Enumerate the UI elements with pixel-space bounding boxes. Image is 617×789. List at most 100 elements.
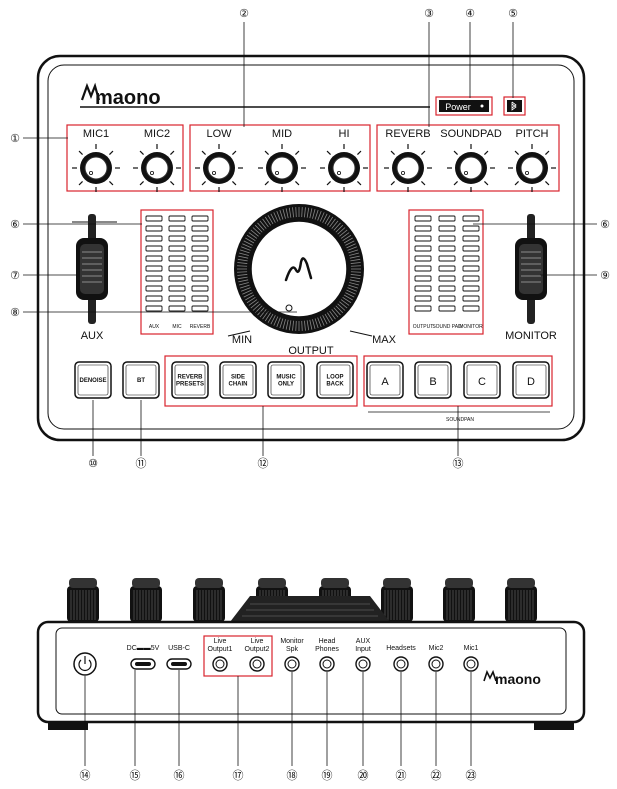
pad-button-d[interactable]: D	[512, 361, 550, 399]
port-label: Live	[251, 638, 264, 645]
knob-soundpad[interactable]	[447, 144, 495, 192]
button-label: PRESETS	[176, 382, 204, 388]
level-meter	[168, 215, 186, 312]
brand-text: maono	[95, 87, 161, 109]
rear-knob	[189, 578, 229, 623]
pad-button-b[interactable]: B	[414, 361, 452, 399]
port-label: Spk	[286, 646, 299, 653]
port-label: Mic2	[429, 645, 444, 652]
button-label: DENOISE	[79, 378, 106, 384]
port-label: DC▬▬5V	[127, 645, 160, 652]
power-button[interactable]	[73, 652, 97, 676]
port-label: Output2	[245, 646, 270, 653]
callout-21: ㉑	[396, 769, 407, 782]
knob-label-reverb: REVERB	[385, 128, 430, 140]
port-label: Headsets	[386, 645, 416, 652]
rear-brand-text: maono	[495, 671, 541, 687]
pad-button-a[interactable]: A	[366, 361, 404, 399]
port-label: Phones	[315, 646, 339, 653]
button-label: LOOP	[326, 375, 343, 381]
output-knob[interactable]	[234, 204, 364, 334]
knob-mic2[interactable]	[133, 144, 181, 192]
eq-knob-group	[189, 124, 371, 192]
effects-knob-group	[376, 124, 560, 192]
mic-knob-group	[66, 124, 184, 192]
button-bt[interactable]: BT	[122, 361, 160, 399]
callout-18: ⑱	[287, 769, 298, 782]
callout-7: ⑦	[10, 270, 20, 282]
callout-3: ③	[424, 8, 434, 20]
level-meter	[462, 215, 480, 312]
pad-button-label: D	[527, 376, 535, 388]
button-label: MUSIC	[276, 375, 296, 381]
power-indicator[interactable]	[439, 100, 489, 112]
level-meter	[438, 215, 456, 312]
port-mic2[interactable]: Mic2	[428, 645, 444, 672]
meter-label-monitor: MONITOR	[459, 324, 483, 330]
knob-low[interactable]	[195, 144, 243, 192]
rear-knob	[63, 578, 103, 623]
knob-pitch[interactable]	[508, 144, 556, 192]
callout-23: ㉓	[466, 769, 477, 782]
port-label: Mic1	[464, 645, 479, 652]
knob-label-mid: MID	[272, 128, 292, 140]
port-usb-c[interactable]: USB-C	[166, 645, 192, 670]
knob-hi[interactable]	[320, 144, 368, 192]
pad-button-label: B	[429, 376, 436, 388]
callout-17: ⑰	[233, 769, 244, 782]
button-label: BACK	[326, 382, 344, 388]
button-denoise[interactable]: DENOISE	[74, 361, 112, 399]
knob-reverb[interactable]	[384, 144, 432, 192]
port-mic1[interactable]: Mic1	[463, 645, 479, 672]
knob-label-pitch: PITCH	[516, 128, 549, 140]
right-meter-group	[408, 209, 484, 335]
power-highlight	[435, 96, 493, 116]
knob-mic1[interactable]	[72, 144, 120, 192]
rear-brand-logo: maono	[483, 669, 541, 687]
max-label: MAX	[372, 334, 397, 346]
aux-fader[interactable]	[72, 214, 117, 324]
pad-button-c[interactable]: C	[463, 361, 501, 399]
pad-button-label: A	[381, 376, 389, 388]
button-label: SIDE	[231, 375, 245, 381]
meter-label-output: OUTPUT	[413, 324, 434, 330]
monitor-label: MONITOR	[505, 330, 557, 342]
port-label: Input	[355, 646, 371, 653]
callout-22: ㉒	[431, 769, 442, 782]
callout-4: ④	[465, 8, 475, 20]
port-label: Live	[214, 638, 227, 645]
meter-label-soundpad: SOUND PAD	[432, 324, 462, 330]
function-button-group	[164, 355, 358, 407]
rear-knob	[501, 578, 541, 623]
meter-label-aux: AUX	[149, 324, 160, 330]
callout-20: ⑳	[358, 769, 369, 782]
callout-2: ②	[239, 8, 249, 20]
callout-12: ⑫	[258, 457, 269, 470]
level-meter	[191, 215, 209, 312]
port-headsets[interactable]: Headsets	[386, 645, 416, 672]
callout-6-left: ⑥	[10, 219, 20, 231]
callout-9: ⑨	[600, 270, 610, 282]
port-label: Head	[319, 638, 336, 645]
monitor-fader[interactable]	[515, 214, 547, 324]
soundpad-label: SOUNDPAN	[446, 417, 474, 423]
callout-14: ⑭	[80, 769, 91, 782]
port-dc-5v[interactable]: DC▬▬5V	[127, 645, 160, 670]
level-meter	[145, 215, 163, 312]
aux-label: AUX	[81, 330, 104, 342]
knob-label-soundpad: SOUNDPAD	[440, 128, 502, 140]
knob-mid[interactable]	[258, 144, 306, 192]
callout-16: ⑯	[174, 769, 185, 782]
meter-label-mic: MIC	[172, 324, 182, 330]
knob-label-mic1: MIC1	[83, 128, 109, 140]
